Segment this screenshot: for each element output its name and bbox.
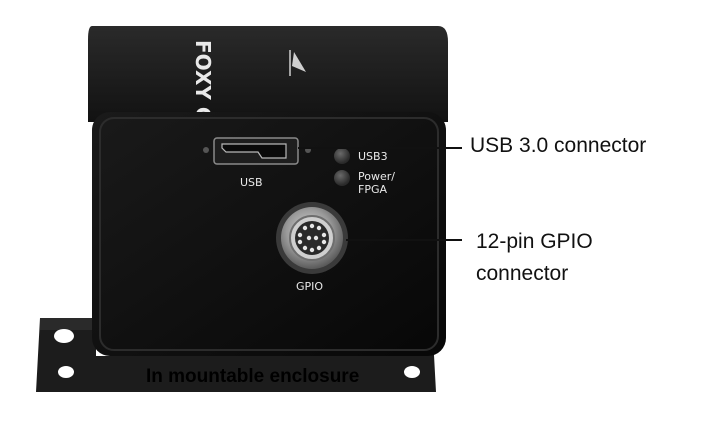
mount-slot-right (404, 366, 420, 378)
mount-slot-left (58, 366, 74, 378)
power-led-label-2: FPGA (358, 183, 387, 196)
caption: In mountable enclosure (146, 366, 360, 387)
power-led (334, 170, 350, 186)
usb3-led (334, 148, 350, 164)
gpio-connector-label-1: 12-pin GPIO (476, 230, 593, 253)
status-leds: USB3 Power/ FPGA (334, 148, 395, 196)
usb3-port: USB (203, 137, 311, 189)
usb-connector-label: USB 3.0 connector (470, 134, 647, 157)
power-led-label-1: Power/ (358, 170, 395, 183)
gpio-port-label: GPIO (296, 280, 323, 293)
gpio-connector-label-2: connector (476, 262, 569, 285)
gpio-connector: GPIO (276, 202, 348, 293)
usb-port-label: USB (240, 176, 263, 189)
gpio-pins (297, 223, 327, 253)
brand-logo-icon (289, 50, 306, 76)
usb3-led-label: USB3 (358, 150, 388, 163)
mount-hole-left (54, 329, 74, 343)
enclosure-front (92, 112, 446, 356)
